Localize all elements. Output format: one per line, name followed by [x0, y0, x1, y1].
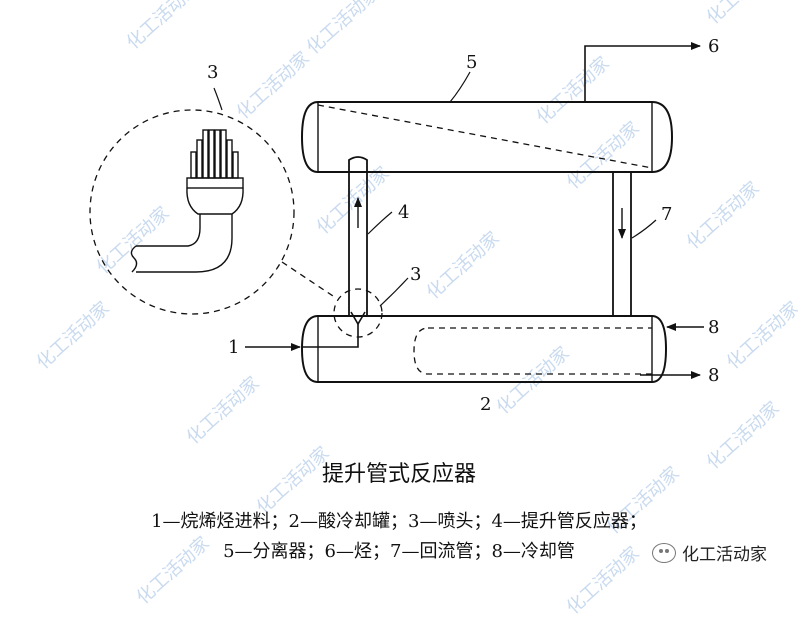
label-4: 4 — [398, 202, 409, 223]
nozzle-detail-icon — [130, 129, 244, 273]
label-6: 6 — [708, 36, 719, 57]
brand-badge: 化工活动家 — [652, 540, 767, 565]
label-3-detail: 3 — [207, 62, 218, 83]
label-5: 5 — [466, 52, 477, 73]
label-7: 7 — [661, 204, 672, 225]
label-8-out: 8 — [708, 365, 719, 386]
label-8-in: 8 — [708, 317, 719, 338]
feed-inlet-pipe — [245, 324, 359, 351]
nozzle — [350, 311, 366, 326]
legend-line-1: 1—烷烯烃进料；2—酸冷却罐；3—喷头；4—提升管反应器； — [151, 511, 647, 532]
label-1: 1 — [228, 337, 239, 358]
brand-name: 化工活动家 — [682, 545, 767, 565]
riser-reactor — [348, 156, 368, 316]
label-2: 2 — [480, 394, 491, 415]
reactor-diagram: 3 5 6 4 3 7 8 8 1 2 — [89, 36, 719, 415]
wechat-icon — [652, 542, 676, 563]
hydrocarbon-outlet-pipe — [584, 42, 701, 102]
acid-cooling-tank — [300, 315, 668, 383]
separator-vessel — [300, 101, 674, 173]
cooling-tube-arrows — [640, 323, 704, 379]
label-3-nozzle: 3 — [410, 264, 421, 285]
return-pipe — [612, 172, 632, 316]
nozzle-detail-callout — [89, 109, 383, 338]
leader-lines — [213, 71, 657, 307]
diagram-title: 提升管式反应器 — [321, 462, 476, 487]
legend-line-2: 5—分离器；6—烃；7—回流管；8—冷却管 — [223, 541, 575, 562]
